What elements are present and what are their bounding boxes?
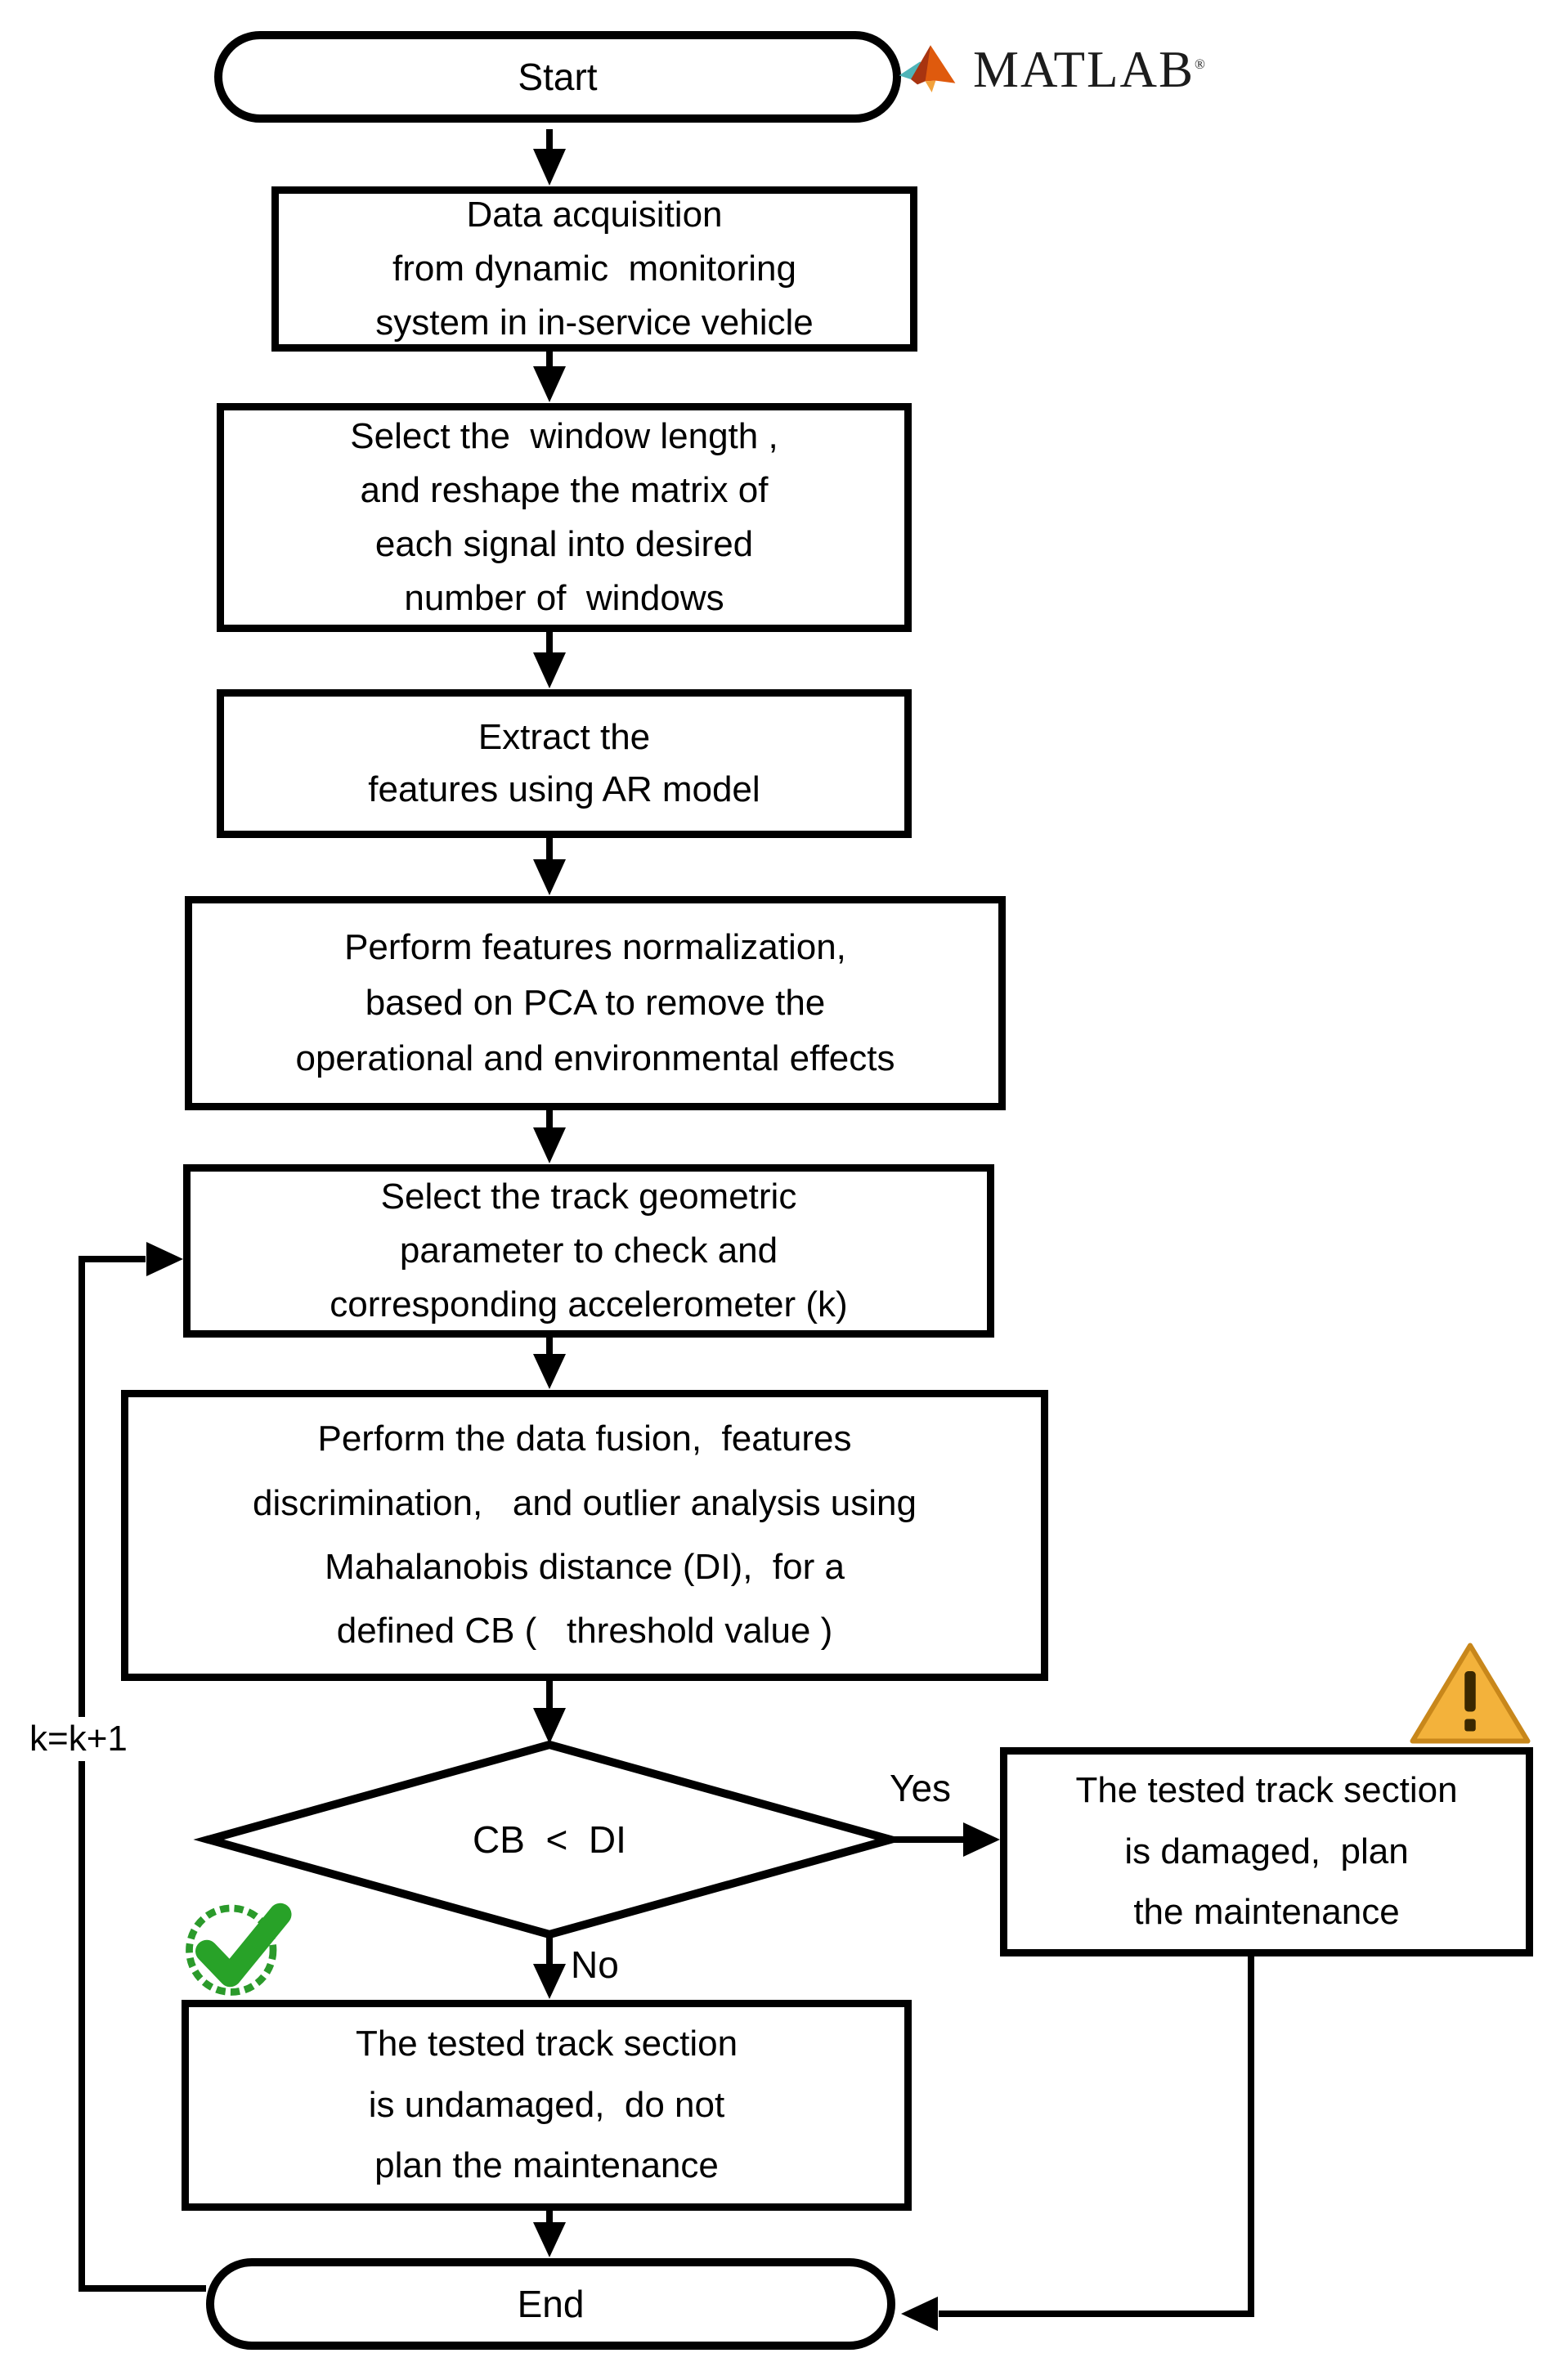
- warning-icon: [1410, 1643, 1531, 1744]
- arrow-extract-to-normalize: [533, 836, 566, 895]
- matlab-membrane-icon: [899, 45, 956, 92]
- connector-loop-end-to-select: [78, 1242, 206, 2292]
- outcome-damaged: The tested track section is damaged, pla…: [1000, 1747, 1533, 1956]
- matlab-logo: MATLAB®: [898, 34, 1205, 105]
- arrow-window-to-extract: [533, 630, 566, 688]
- outcome-damaged-text: The tested track section is damaged, pla…: [1075, 1769, 1458, 1933]
- process-data-acquisition: Data acquisition from dynamic monitoring…: [271, 186, 917, 352]
- outcome-undamaged: The tested track section is undamaged, d…: [182, 2000, 912, 2211]
- connector-damaged-to-end: [901, 1956, 1254, 2331]
- check-icon: [186, 1903, 292, 1996]
- arrow-decision-no-to-undamaged: [533, 1934, 566, 1999]
- arrow-normalize-to-select: [533, 1109, 566, 1163]
- process-data-acquisition-text: Data acquisition from dynamic monitoring…: [375, 195, 814, 343]
- decision-cb-di-label: CB < DI: [473, 1818, 626, 1861]
- process-window-length: Select the window length , and reshape t…: [217, 403, 912, 632]
- arrow-select-to-fusion: [533, 1336, 566, 1389]
- start-label: Start: [518, 55, 598, 98]
- decision-cb-di: CB < DI: [386, 1815, 713, 1864]
- end-node: End: [206, 2258, 895, 2350]
- process-select-parameter: Select the track geometric parameter to …: [183, 1164, 994, 1338]
- process-data-fusion-text: Perform the data fusion, features discri…: [253, 1419, 917, 1652]
- end-label: End: [517, 2282, 585, 2325]
- outcome-undamaged-text: The tested track section is undamaged, d…: [355, 2023, 738, 2186]
- arrow-acquisition-to-window: [533, 350, 566, 402]
- arrow-start-to-acquisition: [533, 129, 566, 186]
- edge-label-loop-counter: k=k+1: [21, 1717, 136, 1761]
- process-data-fusion: Perform the data fusion, features discri…: [121, 1390, 1048, 1681]
- process-select-parameter-text: Select the track geometric parameter to …: [330, 1177, 848, 1324]
- process-normalization: Perform features normalization, based on…: [185, 896, 1006, 1110]
- process-window-length-text: Select the window length , and reshape t…: [350, 416, 778, 618]
- edge-label-no: No: [571, 1943, 619, 1987]
- arrow-decision-yes-to-damaged: [890, 1822, 1000, 1857]
- process-extract-features-text: Extract the features using AR model: [368, 717, 760, 809]
- edge-label-yes: Yes: [890, 1766, 952, 1810]
- process-extract-features: Extract the features using AR model: [217, 689, 912, 838]
- start-node: Start: [214, 31, 901, 123]
- decision-diamond: [193, 1740, 906, 1939]
- arrow-fusion-to-decision: [533, 1679, 566, 1744]
- registered-mark-icon: ®: [1195, 56, 1205, 72]
- process-normalization-text: Perform features normalization, based on…: [295, 926, 895, 1079]
- matlab-wordmark: MATLAB®: [973, 40, 1205, 98]
- arrow-undamaged-to-end: [533, 2209, 566, 2257]
